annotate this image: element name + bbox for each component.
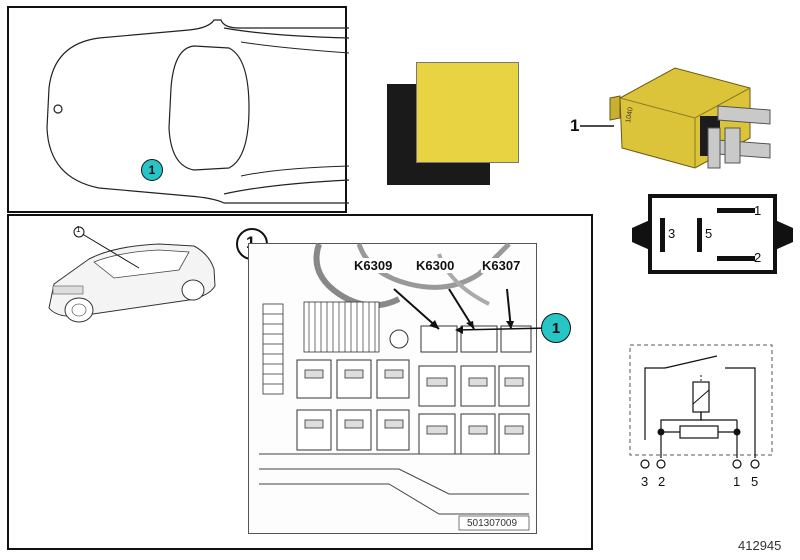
- pin-label-5: 5: [705, 226, 713, 241]
- schematic-terminal-1: 1: [733, 474, 741, 489]
- pin-label-3: 3: [668, 226, 676, 241]
- relay-color-swatch-yellow: [416, 62, 519, 163]
- schematic-terminal-2: 2: [658, 474, 666, 489]
- diagram-id: 412945: [738, 538, 782, 553]
- relay-label-k6300: K6300: [415, 258, 456, 273]
- pin-label-1: 1: [754, 203, 762, 218]
- relay-illustration: 1040: [580, 67, 771, 169]
- fuse-panel-callout: 1: [541, 313, 571, 343]
- relay-pin-diagram: [632, 194, 793, 274]
- relay-label-k6309: K6309: [353, 258, 394, 273]
- car-top-view-panel: 1: [7, 6, 350, 213]
- section-marker-label: 1: [246, 233, 255, 253]
- car-top-view-outline: [46, 19, 350, 204]
- pin-label-2: 2: [754, 250, 762, 265]
- relay-pointer-label: 1: [570, 116, 580, 135]
- relay-schematic: [629, 344, 773, 469]
- top-view-callout: 1: [141, 159, 163, 181]
- fuse-panel-frame: 1 1: [7, 214, 593, 550]
- fuse-box-drawing: K6309 K6300 K6307 501307009: [248, 242, 550, 534]
- relay-label-k6307: K6307: [481, 258, 522, 273]
- relay-stamp-text: 1040: [625, 107, 635, 124]
- drawing-number: 501307009: [467, 518, 518, 529]
- schematic-terminal-5: 5: [751, 474, 759, 489]
- sedan-sketch: [48, 226, 216, 323]
- sedan-pointer-label: 1: [76, 225, 81, 234]
- schematic-terminal-3: 3: [641, 474, 649, 489]
